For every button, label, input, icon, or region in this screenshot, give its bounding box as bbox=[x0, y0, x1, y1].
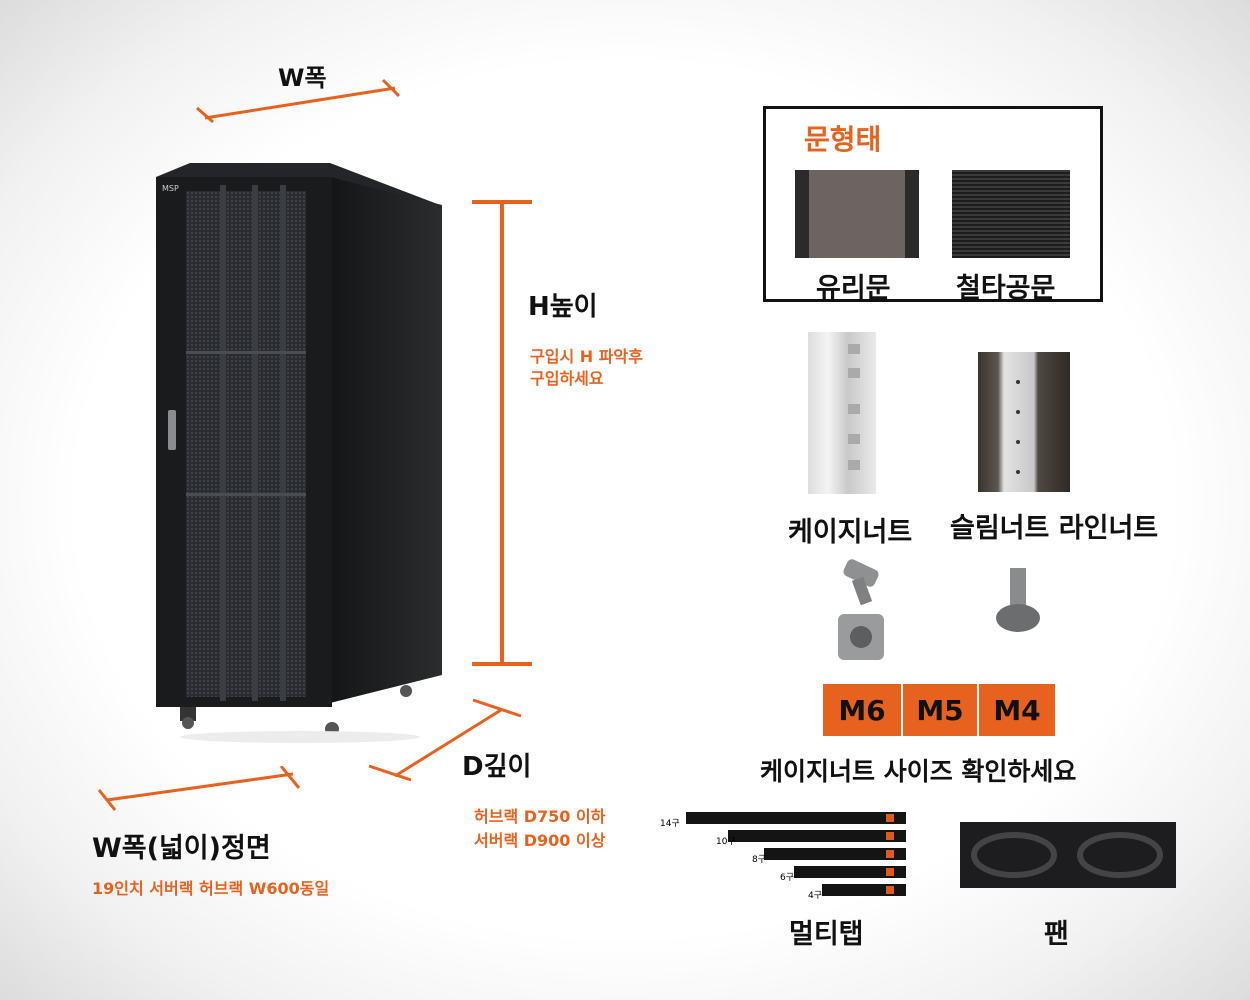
front-label: W폭(넓이)정면 bbox=[92, 833, 271, 864]
glass-door-label: 유리문 bbox=[816, 273, 891, 304]
cage-nut-rail-image bbox=[808, 332, 876, 494]
height-label: H높이 bbox=[528, 292, 598, 322]
height-ruler-line bbox=[500, 200, 504, 666]
front-width-arrow bbox=[97, 766, 301, 811]
slim-nut-rail-image bbox=[978, 352, 1070, 492]
multitap-label: 멀티탭 bbox=[789, 919, 864, 950]
cage-nut-label: 케이지너트 bbox=[788, 517, 913, 548]
server-rack-image bbox=[156, 163, 442, 743]
size-m6: M6 bbox=[823, 684, 901, 736]
steel-door-label: 철타공문 bbox=[956, 273, 1056, 304]
tap-14: 14구 bbox=[660, 819, 680, 829]
tap-6: 6구 bbox=[780, 873, 795, 883]
size-m4: M4 bbox=[979, 684, 1055, 736]
depth-note-1: 허브랙 D750 이하 bbox=[474, 807, 606, 826]
brand-mark: MSP bbox=[162, 184, 179, 193]
size-note: 케이지너트 사이즈 확인하세요 bbox=[760, 757, 1077, 786]
size-m5: M5 bbox=[903, 684, 977, 736]
door-type-title: 문형태 bbox=[804, 123, 882, 156]
depth-arrow bbox=[368, 698, 522, 782]
multitap-image bbox=[686, 812, 906, 896]
slim-nut-screw-image bbox=[996, 568, 1040, 632]
height-ruler-bottom bbox=[472, 662, 532, 666]
tap-10: 10구 bbox=[716, 837, 736, 847]
fan-label: 팬 bbox=[1044, 919, 1069, 950]
slim-nut-label: 슬림너트 라인너트 bbox=[950, 513, 1159, 544]
height-note-2: 구입하세요 bbox=[530, 369, 604, 388]
width-arrow bbox=[196, 78, 401, 124]
width-label: W폭 bbox=[278, 64, 327, 92]
front-note: 19인치 서버랙 허브랙 W600동일 bbox=[92, 879, 330, 898]
glass-door-image bbox=[795, 170, 919, 258]
depth-label: D깊이 bbox=[462, 752, 532, 782]
tap-8: 8구 bbox=[752, 855, 767, 865]
tap-4: 4구 bbox=[808, 891, 823, 901]
depth-note-2: 서버랙 D900 이상 bbox=[474, 831, 606, 850]
cage-nut-screw-image bbox=[838, 559, 884, 660]
fan-image bbox=[960, 822, 1176, 888]
height-note-1: 구입시 H 파악후 bbox=[530, 347, 643, 366]
steel-door-image bbox=[952, 170, 1070, 258]
